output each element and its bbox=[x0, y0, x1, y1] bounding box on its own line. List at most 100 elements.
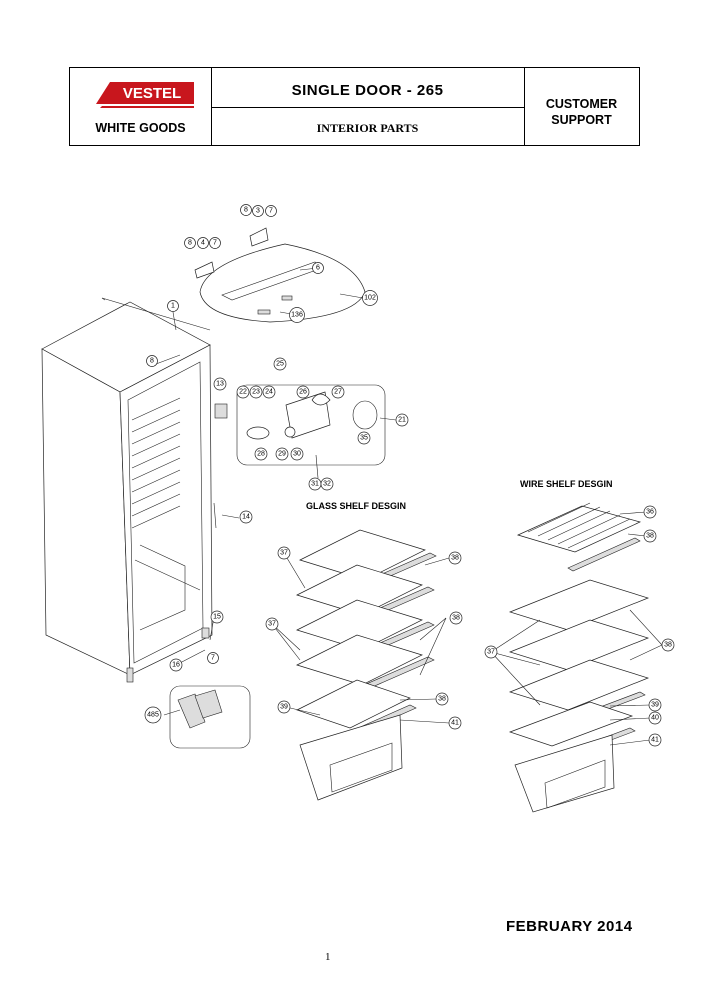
callout-29: 29 bbox=[275, 447, 289, 461]
callout-24: 24 bbox=[262, 385, 276, 399]
svg-text:136: 136 bbox=[291, 312, 303, 319]
customer-support-label: CUSTOMER SUPPORT bbox=[545, 97, 618, 127]
svg-text:37: 37 bbox=[487, 649, 495, 656]
svg-text:27: 27 bbox=[334, 389, 342, 396]
svg-text:38: 38 bbox=[452, 615, 460, 622]
svg-text:41: 41 bbox=[651, 737, 659, 744]
callout-7: 7 bbox=[209, 237, 221, 249]
callout-38: 38 bbox=[448, 551, 462, 565]
glass-shelf-heading: GLASS SHELF DESGIN bbox=[306, 501, 407, 511]
callout-38: 38 bbox=[435, 692, 449, 706]
callout-14: 14 bbox=[239, 510, 253, 524]
callout-30: 30 bbox=[290, 447, 304, 461]
callout-28: 28 bbox=[254, 447, 268, 461]
foot-right bbox=[201, 627, 210, 639]
svg-text:3: 3 bbox=[256, 208, 260, 215]
svg-text:41: 41 bbox=[451, 720, 459, 727]
page-number: 1 bbox=[325, 951, 331, 963]
svg-text:35: 35 bbox=[360, 435, 368, 442]
svg-text:36: 36 bbox=[646, 509, 654, 516]
glass-shelves bbox=[296, 529, 437, 801]
callout-1: 1 bbox=[167, 300, 179, 312]
svg-text:7: 7 bbox=[211, 655, 215, 662]
callout-37: 37 bbox=[265, 617, 279, 631]
svg-text:16: 16 bbox=[172, 662, 180, 669]
callout-3: 3 bbox=[252, 205, 264, 217]
callout-32: 32 bbox=[320, 477, 334, 491]
callout-8: 8 bbox=[146, 355, 158, 367]
svg-text:32: 32 bbox=[323, 481, 331, 488]
svg-text:28: 28 bbox=[257, 451, 265, 458]
callout-39: 39 bbox=[648, 698, 662, 712]
callout-16: 16 bbox=[169, 658, 183, 672]
callout-27: 27 bbox=[331, 385, 345, 399]
brand-cell: VESTEL WHITE GOODS bbox=[70, 68, 212, 145]
callout-13: 13 bbox=[213, 377, 227, 391]
cabinet bbox=[41, 301, 213, 683]
svg-text:102: 102 bbox=[364, 295, 376, 302]
callout-136: 136 bbox=[289, 307, 305, 323]
svg-text:7: 7 bbox=[269, 208, 273, 215]
svg-text:40: 40 bbox=[651, 715, 659, 722]
title-block: VESTEL WHITE GOODS SINGLE DOOR - 265 INT… bbox=[69, 67, 640, 146]
vestel-logo: VESTEL bbox=[96, 82, 194, 108]
svg-text:24: 24 bbox=[265, 389, 273, 396]
callout-31: 31 bbox=[308, 477, 322, 491]
svg-text:39: 39 bbox=[651, 702, 659, 709]
svg-text:6: 6 bbox=[316, 265, 320, 272]
callout-36: 36 bbox=[643, 505, 657, 519]
svg-text:39: 39 bbox=[280, 704, 288, 711]
svg-text:30: 30 bbox=[293, 451, 301, 458]
svg-text:22: 22 bbox=[239, 389, 247, 396]
svg-text:13: 13 bbox=[216, 381, 224, 388]
svg-text:4: 4 bbox=[201, 240, 205, 247]
callout-6: 6 bbox=[312, 262, 324, 274]
svg-text:VESTEL: VESTEL bbox=[123, 85, 181, 102]
callout-22: 22 bbox=[236, 385, 250, 399]
thermostat-group-frame bbox=[236, 384, 386, 466]
callout-35: 35 bbox=[357, 431, 371, 445]
callout-26: 26 bbox=[296, 385, 310, 399]
lamp-cover bbox=[214, 403, 228, 419]
callout-41: 41 bbox=[448, 716, 462, 730]
svg-text:8: 8 bbox=[188, 240, 192, 247]
crisper-wire-design bbox=[514, 734, 615, 813]
svg-text:37: 37 bbox=[280, 550, 288, 557]
callout-102: 102 bbox=[362, 290, 378, 306]
svg-text:14: 14 bbox=[242, 514, 250, 521]
callout-37: 37 bbox=[484, 645, 498, 659]
svg-text:7: 7 bbox=[213, 240, 217, 247]
wire-shelves bbox=[508, 502, 650, 813]
thermostat-knob bbox=[284, 426, 296, 438]
title-cell: SINGLE DOOR - 265 INTERIOR PARTS bbox=[211, 68, 525, 145]
foot-left bbox=[126, 667, 134, 683]
thermostat-knob-base bbox=[246, 426, 270, 440]
svg-text:38: 38 bbox=[438, 696, 446, 703]
callout-40: 40 bbox=[648, 711, 662, 725]
svg-text:15: 15 bbox=[213, 614, 221, 621]
wire-shelf-heading: WIRE SHELF DESGIN bbox=[520, 479, 613, 489]
callout-39: 39 bbox=[277, 700, 291, 714]
top-clip bbox=[257, 309, 271, 315]
top-cover bbox=[199, 243, 366, 323]
svg-text:26: 26 bbox=[299, 389, 307, 396]
top-hinge-left bbox=[194, 261, 215, 279]
callout-41: 41 bbox=[648, 733, 662, 747]
callout-4: 4 bbox=[197, 237, 209, 249]
callout-7: 7 bbox=[265, 205, 277, 217]
callout-23: 23 bbox=[249, 385, 263, 399]
bulb-holder bbox=[311, 393, 331, 406]
svg-text:8: 8 bbox=[150, 358, 154, 365]
callout-38: 38 bbox=[661, 638, 675, 652]
svg-text:37: 37 bbox=[268, 621, 276, 628]
page-title: SINGLE DOOR - 265 bbox=[291, 82, 444, 99]
drain-pipe bbox=[213, 502, 217, 529]
callout-37: 37 bbox=[277, 546, 291, 560]
top-hinge-right bbox=[249, 227, 269, 247]
svg-text:485: 485 bbox=[147, 712, 159, 719]
callout-8: 8 bbox=[184, 237, 196, 249]
callout-7: 7 bbox=[207, 652, 219, 664]
svg-text:21: 21 bbox=[398, 417, 406, 424]
publication-date: FEBRUARY 2014 bbox=[506, 918, 633, 935]
